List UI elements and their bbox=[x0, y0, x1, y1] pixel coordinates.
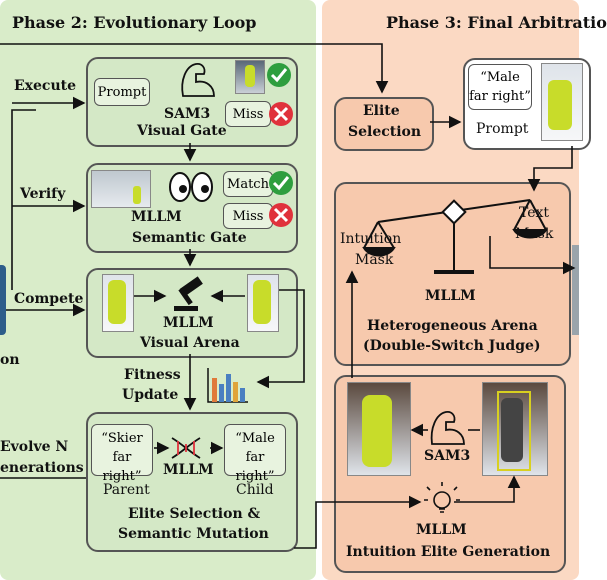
panel-divider bbox=[318, 0, 320, 580]
muscle-arm-icon bbox=[181, 62, 215, 97]
intuition-person bbox=[501, 398, 523, 462]
semantic-gate-model: MLLM bbox=[131, 209, 182, 225]
gavel-icon bbox=[174, 276, 203, 311]
intuition-mask-left bbox=[362, 395, 392, 467]
phase1-edge-box bbox=[0, 265, 6, 335]
fitness-label-2: Update bbox=[122, 387, 179, 403]
arrow-text-mask bbox=[489, 236, 576, 275]
intuition-sam-model: SAM3 bbox=[424, 448, 471, 464]
muscle-arm-icon-intuition bbox=[430, 410, 465, 445]
intuition-box-outline bbox=[497, 391, 531, 471]
semantic-gate-miss-pill: Miss bbox=[223, 203, 273, 229]
bar-chart-icon bbox=[207, 368, 248, 403]
arrow-bulb-to-right-thumb bbox=[454, 475, 521, 503]
evolve-label: Evolve N bbox=[0, 439, 69, 455]
hetero-arena-name-2: (Double-Switch Judge) bbox=[363, 338, 541, 354]
text-mask-label-1: Text bbox=[519, 205, 550, 221]
hetero-arena-model: MLLM bbox=[425, 288, 476, 304]
arrow-top-to-elite bbox=[0, 43, 389, 94]
hetero-arena-side-thumb bbox=[572, 245, 579, 335]
bulb-icon bbox=[424, 482, 460, 513]
semantic-gate-name: Semantic Gate bbox=[132, 230, 247, 246]
check-icon-semantic-gate bbox=[269, 171, 293, 195]
arena-mask-left bbox=[108, 280, 126, 324]
visual-gate-model: SAM3 bbox=[164, 106, 211, 122]
final-prompt-mask bbox=[548, 80, 572, 130]
visual-gate-name: Visual Gate bbox=[137, 123, 227, 139]
arrow-prompt-to-arena bbox=[527, 146, 573, 192]
check-icon-visual-gate bbox=[267, 63, 291, 87]
visual-arena-model: MLLM bbox=[163, 315, 214, 331]
child-label: Child bbox=[236, 482, 274, 498]
execute-label: Execute bbox=[14, 78, 77, 94]
phase3-title: Phase 3: Final Arbitratio bbox=[386, 13, 607, 32]
compete-label: Compete bbox=[14, 291, 84, 307]
generations-label: enerations bbox=[0, 460, 84, 476]
child-text-pill: “Male far right” bbox=[224, 424, 286, 484]
arrow-fitness-loop bbox=[256, 289, 305, 389]
cross-icon-semantic-gate bbox=[269, 203, 293, 227]
verify-label: Verify bbox=[20, 186, 66, 202]
mutation-name-2: Semantic Mutation bbox=[118, 526, 269, 542]
hetero-arena-name-1: Heterogeneous Arena bbox=[367, 318, 538, 334]
semantic-gate-mask-figure bbox=[133, 186, 141, 204]
parent-text-pill: “Skier far right” bbox=[91, 424, 153, 484]
dna-icon bbox=[171, 437, 201, 459]
visual-gate-miss-pill: Miss bbox=[225, 101, 271, 127]
mutation-name-1: Elite Selection & bbox=[128, 506, 261, 522]
elite-selection-label-2: Selection bbox=[348, 124, 422, 140]
phase2-title: Phase 2: Evolutionary Loop bbox=[12, 13, 257, 32]
final-prompt-text: “Male far right” bbox=[468, 64, 532, 110]
elite-selection-box bbox=[334, 97, 434, 151]
intuition-name: Intuition Elite Generation bbox=[346, 544, 551, 560]
visual-arena-name: Visual Arena bbox=[140, 335, 240, 351]
final-prompt-label: Prompt bbox=[476, 121, 529, 137]
semantic-gate-thumb bbox=[91, 170, 151, 208]
parent-label: Parent bbox=[103, 482, 150, 498]
arrow-mutation-to-intuition bbox=[294, 495, 422, 549]
arena-mask-right bbox=[253, 280, 271, 324]
eyes-icon bbox=[169, 172, 213, 202]
fitness-label-1: Fitness bbox=[124, 367, 181, 383]
intuition-model: MLLM bbox=[416, 522, 467, 538]
prompt-pill: Prompt bbox=[94, 78, 150, 106]
arrow-left-trunk bbox=[11, 109, 36, 290]
visual-gate-mask-figure bbox=[245, 65, 255, 87]
diagram-overlay bbox=[0, 43, 576, 549]
cross-icon-visual-gate bbox=[269, 102, 293, 126]
mutation-model: MLLM bbox=[163, 462, 214, 478]
elite-selection-label-1: Elite bbox=[363, 103, 400, 119]
scale-icon bbox=[362, 199, 548, 274]
phase1-edge-label: on bbox=[0, 352, 20, 368]
